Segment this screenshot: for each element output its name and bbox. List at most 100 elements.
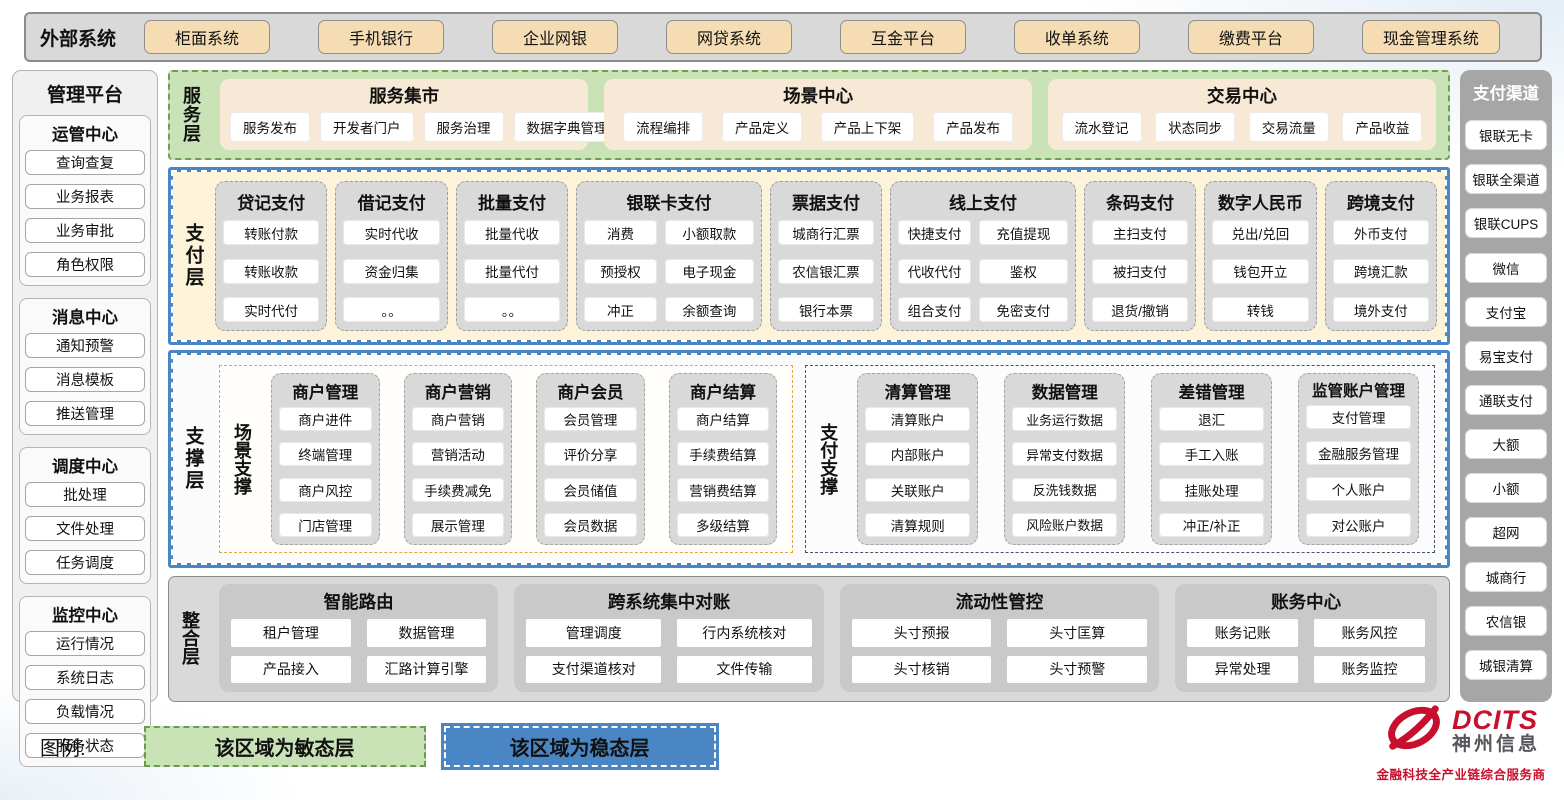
payment-support-columns: 清算管理 清算账户内部账户关联账户清算规则 数据管理 业务运行数据异常支付数据反… [851, 373, 1425, 545]
payment-item-box: 。。 [463, 297, 561, 322]
service-item-box: 开发者门户 [320, 112, 414, 142]
payment-channel-box: 支付宝 [1465, 296, 1547, 327]
support-item-box: 会员储值 [544, 477, 637, 502]
payment-column-items: 外币支付跨境汇款境外支付 [1332, 220, 1430, 322]
integration-item-box: 租户管理 [231, 619, 351, 647]
support-item-box: 对公账户 [1306, 513, 1412, 537]
support-item-box: 营销费结算 [676, 477, 770, 502]
management-group-operations: 运管中心 查询查复业务报表业务审批角色权限 [19, 115, 151, 286]
support-item-box: 手续费减免 [411, 477, 505, 502]
payment-item-box: 转账收款 [223, 258, 320, 284]
management-item-box: 任务调度 [25, 550, 145, 575]
integration-layer: 整合层 智能路由 租户管理数据管理产品接入汇路计算引擎 跨系统集中对账 管理调度… [168, 576, 1450, 702]
payment-item-box: 鉴权 [978, 258, 1068, 284]
integration-group-title: 账务中心 [1271, 592, 1342, 612]
management-item-box: 批处理 [25, 482, 145, 507]
support-item-box: 手续费结算 [676, 442, 770, 467]
support-item-box: 会员数据 [544, 512, 637, 537]
payment-channel-box: 超网 [1465, 517, 1547, 548]
payment-item-box: 冲正 [584, 297, 657, 322]
payment-column-title: 借记支付 [357, 194, 426, 213]
legend-row: 图例: 该区域为敏态层 该区域为稳态层 [40, 726, 1564, 767]
legend-agile-layer: 该区域为敏态层 [143, 726, 426, 767]
management-item-box: 查询查复 [25, 150, 145, 175]
data-management-column: 数据管理 业务运行数据异常支付数据反洗钱数据风险账户数据 [1004, 373, 1126, 545]
payment-channel-box: 大额 [1465, 429, 1547, 460]
support-item-box: 个人账户 [1306, 477, 1412, 501]
service-item-box: 产品发布 [933, 112, 1014, 142]
support-column-title: 清算管理 [884, 384, 951, 402]
dcits-logo: DCITS 神州信息 金融科技全产业链综合服务商 [1372, 700, 1550, 783]
integration-item-box: 汇路计算引擎 [366, 655, 487, 683]
service-item-box: 流程编排 [623, 112, 704, 142]
payment-column-items: 消费小额取款预授权电子现金冲正余额查询 [584, 220, 754, 322]
service-group-title: 交易中心 [1206, 86, 1277, 106]
service-group-items: 流程编排产品定义产品上下架产品发布 [614, 112, 1022, 142]
support-item-box: 内部账户 [865, 442, 971, 467]
error-management-column: 差错管理 退汇手工入账挂账处理冲正/补正 [1151, 373, 1273, 545]
payment-item-box: 兑出/兑回 [1212, 220, 1309, 245]
service-group-items: 流水登记状态同步交易流量产品收益 [1058, 112, 1426, 142]
payment-item-box: 银行本票 [777, 297, 875, 322]
management-platform-title: 管理平台 [46, 85, 123, 106]
legend-stable-layer: 该区域为稳态层 [443, 726, 716, 767]
payment-column-online: 线上支付 快捷支付充值提现代收代付鉴权组合支付免密支付 [890, 181, 1076, 331]
logo-slogan: 金融科技全产业链综合服务商 [1376, 768, 1546, 782]
support-item-box: 挂账处理 [1159, 477, 1265, 502]
layers-column: 服务层 服务集市 服务发布开发者门户服务治理数据字典管理 场景中心 流程编排产品… [168, 70, 1450, 702]
external-system-box: 柜面系统 [144, 20, 271, 54]
service-item-box: 交易流量 [1248, 112, 1329, 142]
integration-item-box: 文件传输 [677, 655, 812, 683]
support-column-items: 商户结算手续费结算营销费结算多级结算 [676, 407, 770, 537]
support-item-box: 支付管理 [1306, 405, 1412, 429]
management-item-box: 推送管理 [25, 401, 145, 426]
integration-group-items: 管理调度行内系统核对支付渠道核对文件传输 [526, 619, 812, 683]
external-system-box: 互金平台 [839, 20, 966, 54]
support-item-box: 评价分享 [544, 442, 637, 467]
management-item-box: 角色权限 [25, 252, 145, 277]
support-item-box: 业务运行数据 [1012, 407, 1118, 431]
payment-channel-box: 通联支付 [1465, 384, 1547, 415]
service-item-box: 服务治理 [423, 112, 504, 142]
service-item-box: 服务发布 [230, 112, 310, 142]
integration-group-items: 租户管理数据管理产品接入汇路计算引擎 [231, 619, 487, 683]
payment-channel-box: 城银清算 [1465, 649, 1547, 680]
payment-item-box: 代收代付 [898, 258, 971, 284]
external-systems-label: 外部系统 [40, 28, 117, 50]
payment-column-title: 线上支付 [949, 194, 1018, 213]
payment-column-batch: 批量支付 批量代收批量代付。。 [455, 181, 569, 331]
support-column-items: 商户营销营销活动手续费减免展示管理 [411, 407, 505, 537]
integration-item-box: 头寸核销 [851, 655, 992, 683]
legend-label: 图例: [40, 738, 86, 760]
support-column-items: 清算账户内部账户关联账户清算规则 [865, 407, 971, 537]
payment-column-items: 主扫支付被扫支付退货/撤销 [1091, 220, 1189, 322]
payment-item-box: 电子现金 [664, 258, 754, 284]
management-item-box: 文件处理 [25, 516, 145, 541]
integration-item-box: 支付渠道核对 [526, 655, 662, 683]
external-system-box: 企业网银 [491, 20, 618, 54]
cross-system-reconciliation-group: 跨系统集中对账 管理调度行内系统核对支付渠道核对文件传输 [514, 584, 824, 692]
payment-item-box: 资金归集 [343, 258, 440, 284]
management-item-box: 业务报表 [25, 184, 145, 209]
payment-item-box: 免密支付 [978, 297, 1068, 322]
integration-item-box: 数据管理 [366, 619, 487, 647]
service-layer: 服务层 服务集市 服务发布开发者门户服务治理数据字典管理 场景中心 流程编排产品… [168, 70, 1450, 160]
payment-item-box: 批量代收 [463, 220, 561, 245]
payment-channel-box: 银联CUPS [1465, 208, 1547, 239]
integration-group-title: 流动性管控 [955, 592, 1044, 612]
support-column-title: 差错管理 [1178, 384, 1245, 402]
service-group-items: 服务发布开发者门户服务治理数据字典管理 [230, 112, 621, 142]
management-group-title: 调度中心 [52, 458, 118, 476]
payment-layer-label: 支付层 [182, 223, 204, 289]
support-item-box: 冲正/补正 [1159, 512, 1265, 537]
payment-channel-box: 银联全渠道 [1465, 164, 1547, 195]
payment-channel-box: 银联无卡 [1465, 120, 1547, 151]
payment-item-box: 。。 [343, 297, 440, 322]
payment-item-box: 钱包开立 [1212, 258, 1309, 284]
management-group-items: 通知预警消息模板推送管理 [25, 333, 145, 426]
payment-item-box: 组合支付 [898, 297, 971, 322]
payment-item-box: 城商行汇票 [777, 220, 875, 245]
external-systems-list: 柜面系统手机银行企业网银网贷系统互金平台收单系统缴费平台现金管理系统 [144, 20, 1526, 54]
integration-group-items: 头寸预报头寸匡算头寸核销头寸预警 [851, 619, 1148, 683]
